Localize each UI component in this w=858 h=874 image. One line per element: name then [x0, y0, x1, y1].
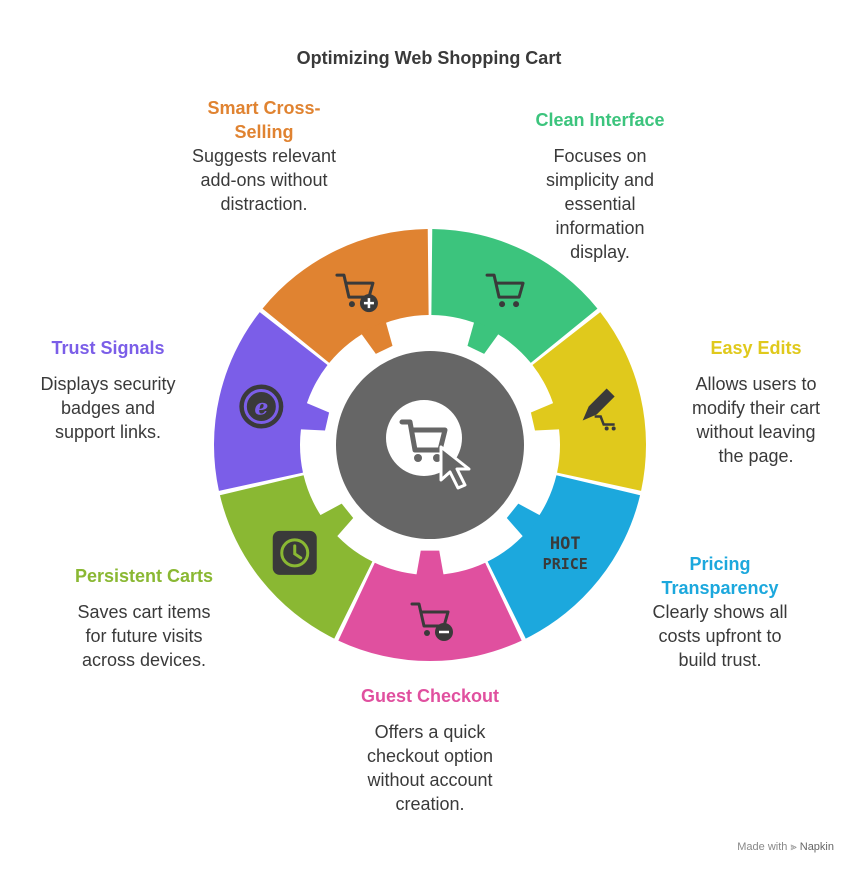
clock-icon [272, 530, 317, 575]
segment-tab-guest-checkout [416, 550, 444, 577]
footer-prefix: Made with [737, 841, 788, 853]
footer-brand: Napkin [799, 841, 834, 853]
segment-description: Suggests relevant add-ons without distra… [191, 146, 337, 214]
cart-minus-icon [410, 602, 453, 641]
segment-heading: Guest Checkout [360, 686, 500, 706]
segment-trust-signals: Trust Signals Displays security badges a… [8, 336, 208, 444]
pencil-cart-icon [582, 388, 616, 431]
segment-heading: Easy Edits [710, 338, 802, 358]
segment-description: Focuses on simplicity and essential info… [545, 146, 655, 262]
segment-easy-edits: Easy Edits Allows users to modify their … [656, 336, 856, 468]
segment-arc-smart-cross-selling [262, 229, 429, 363]
footer-credit: Made with ⫸ Napkin [737, 841, 834, 854]
svg-text:e: e [254, 395, 268, 421]
segment-description: Offers a quick checkout option without a… [366, 722, 494, 814]
wheel-center [336, 351, 524, 539]
segment-description: Saves cart items for future visits acros… [77, 602, 211, 670]
svg-text:HOT: HOT [550, 534, 581, 554]
segment-arc-easy-edits [532, 312, 646, 491]
segment-tab-clean-interface [467, 320, 500, 354]
segment-tab-smart-cross-selling [360, 320, 393, 354]
cart-icon [485, 273, 525, 308]
e-badge-icon: e [239, 384, 284, 429]
segment-description: Displays security badges and support lin… [40, 374, 176, 442]
segment-tab-persistent-carts [318, 503, 354, 538]
segment-guest-checkout: Guest Checkout Offers a quick checkout o… [330, 684, 530, 816]
napkin-logo-icon: ⫸ [790, 841, 797, 853]
segment-heading: Pricing Transparency [661, 554, 779, 598]
segment-description: Clearly shows all costs upfront to build… [652, 602, 788, 670]
page-title: Optimizing Web Shopping Cart [296, 48, 562, 68]
segment-tab-pricing-transparency [506, 503, 542, 538]
segment-heading: Persistent Carts [74, 566, 214, 586]
segment-tab-easy-edits [530, 402, 562, 431]
svg-text:PRICE: PRICE [543, 555, 588, 573]
segment-pricing-transparency: Pricing Transparency Clearly shows all c… [620, 552, 820, 672]
cart-plus-icon [335, 273, 378, 313]
segment-tab-trust-signals [298, 402, 330, 431]
segment-description: Allows users to modify their cart withou… [691, 374, 821, 466]
segment-smart-cross-selling: Smart Cross- Selling Suggests relevant a… [164, 96, 364, 216]
segment-persistent-carts: Persistent Carts Saves cart items for fu… [44, 564, 244, 672]
segment-clean-interface: Clean Interface Focuses on simplicity an… [500, 108, 700, 264]
segment-heading: Clean Interface [535, 110, 665, 130]
segment-heading: Trust Signals [51, 338, 165, 358]
segment-heading: Smart Cross- Selling [207, 98, 321, 142]
cart-cursor-icon [386, 400, 471, 490]
segment-arc-pricing-transparency [487, 475, 641, 639]
